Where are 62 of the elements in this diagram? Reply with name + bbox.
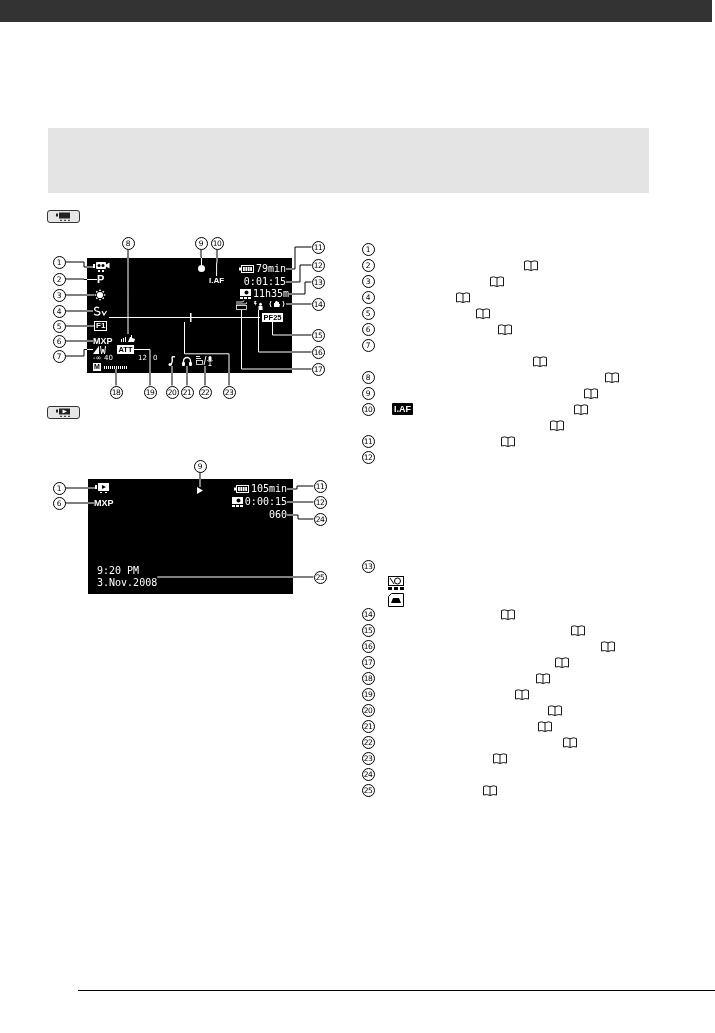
headphones-icon bbox=[182, 356, 192, 366]
display-text: MXP bbox=[93, 336, 113, 346]
sun-icon bbox=[94, 289, 106, 301]
mic-icon bbox=[196, 355, 214, 366]
dot-icon bbox=[198, 265, 205, 272]
display-text: P bbox=[97, 274, 105, 285]
leader-line bbox=[199, 472, 201, 488]
leader-line bbox=[133, 349, 151, 386]
level-meter bbox=[104, 366, 128, 369]
display-screen bbox=[87, 258, 292, 373]
leader-line bbox=[241, 309, 312, 370]
leader-line bbox=[216, 249, 218, 277]
swirl-icon bbox=[93, 306, 108, 316]
leader-line bbox=[286, 485, 314, 490]
marker-line bbox=[109, 313, 260, 322]
leader-line bbox=[156, 576, 314, 578]
leader-line bbox=[65, 294, 95, 296]
leader-line bbox=[65, 261, 94, 268]
leader-line bbox=[286, 514, 314, 520]
leader-line bbox=[285, 303, 312, 305]
leader-line bbox=[186, 365, 188, 386]
display-text: 9:20 PM bbox=[97, 565, 141, 577]
playback-icon bbox=[95, 483, 110, 493]
display-text: 0:00:15 bbox=[244, 496, 287, 508]
function-label: I.AF bbox=[392, 403, 413, 415]
leader-line bbox=[65, 310, 94, 312]
display-text: I.AF bbox=[209, 276, 225, 285]
hand-icon bbox=[268, 300, 286, 308]
play-icon bbox=[197, 487, 203, 494]
leader-line bbox=[285, 264, 312, 283]
leader-line bbox=[65, 349, 94, 357]
display-text: MXP bbox=[94, 498, 114, 508]
display-text: 105min bbox=[250, 483, 287, 495]
leader-line bbox=[65, 340, 94, 342]
leader-line bbox=[258, 309, 312, 353]
video-camera-icon bbox=[93, 262, 110, 272]
note-icon bbox=[168, 356, 176, 366]
leader-line bbox=[65, 502, 95, 504]
display-text: 11h35m bbox=[252, 288, 289, 300]
leader-line bbox=[204, 365, 206, 386]
leader-line bbox=[184, 321, 230, 386]
display-text: 79min bbox=[255, 263, 286, 275]
leader-line bbox=[200, 249, 202, 266]
wind-icon bbox=[236, 300, 247, 310]
leader-line bbox=[272, 321, 312, 336]
display-text: 060 bbox=[268, 509, 287, 521]
leader-line bbox=[65, 278, 98, 280]
display-label: F1 bbox=[94, 321, 108, 331]
display-text: 3.Nov.2008 bbox=[97, 577, 158, 589]
leader-line bbox=[127, 249, 129, 335]
mic-icon bbox=[121, 334, 135, 342]
leader-line bbox=[65, 325, 95, 327]
leader-line bbox=[286, 501, 314, 503]
display-text: 0:01:15 bbox=[243, 276, 286, 288]
display-screen bbox=[88, 479, 293, 594]
person-icon bbox=[254, 301, 263, 310]
level-icon bbox=[93, 345, 106, 354]
leader-line bbox=[65, 487, 96, 489]
leader-line bbox=[285, 246, 312, 270]
leader-line bbox=[288, 281, 312, 295]
leader-line bbox=[115, 368, 117, 386]
leader-line bbox=[171, 365, 173, 386]
